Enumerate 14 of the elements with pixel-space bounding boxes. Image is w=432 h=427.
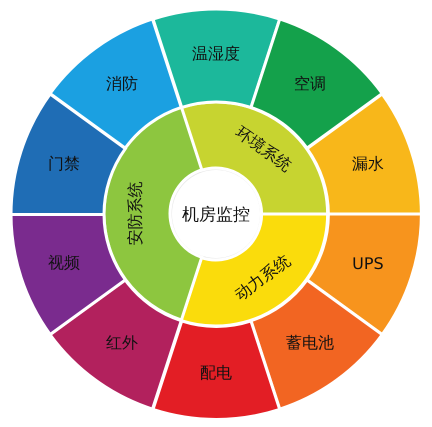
segment-label: 漏水 <box>352 154 384 176</box>
segment-label: 消防 <box>106 74 138 96</box>
segment-label: 配电 <box>200 363 232 384</box>
segment-label: 温湿度 <box>192 44 240 64</box>
segment-label: 环境系统 <box>231 122 296 177</box>
segment-label: 门禁 <box>48 154 80 176</box>
segment-label: 视频 <box>48 252 80 274</box>
segment-label: 安防系统 <box>126 182 146 246</box>
segment-label: 蓄电池 <box>286 332 334 354</box>
segment-label: 动力系统 <box>230 251 295 306</box>
center-label: 机房监控 <box>182 204 250 226</box>
segment-label: UPS <box>352 254 384 273</box>
segment-label: 空调 <box>294 74 326 96</box>
segment-label: 红外 <box>106 332 138 354</box>
